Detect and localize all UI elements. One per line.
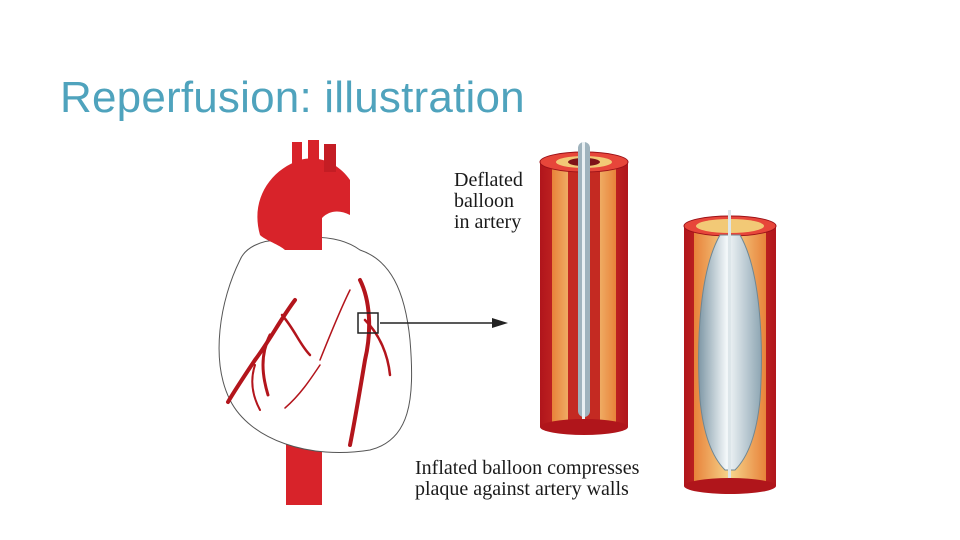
magnified-region-box <box>357 312 379 334</box>
artery-deflated <box>539 142 629 435</box>
deflated-label-line-3: in artery <box>454 211 522 233</box>
coronary-arteries <box>226 278 392 447</box>
inflated-label-line-1: Inflated balloon compresses <box>415 457 640 479</box>
angioplasty-illustration: Deflated balloon in artery Inflated ball… <box>200 140 800 520</box>
inflated-label-line-2: plaque against artery walls <box>415 478 629 500</box>
guide-wire-inflated <box>728 210 731 490</box>
deflated-balloon-label: Deflated balloon in artery <box>454 170 564 233</box>
slide-title: Reperfusion: illustration <box>60 73 525 122</box>
inflated-balloon-label: Inflated balloon compresses plaque again… <box>415 458 715 500</box>
deflated-label-line-1: Deflated <box>454 169 523 191</box>
branch-vessel-2 <box>308 140 319 168</box>
branch-vessel-1 <box>292 142 302 168</box>
pointer-arrowhead <box>492 318 508 328</box>
branch-vessel-3 <box>324 144 336 172</box>
guide-wire <box>582 142 585 427</box>
deflated-label-line-2: balloon <box>454 190 514 212</box>
artery-inflated <box>683 210 777 494</box>
heart <box>218 140 508 505</box>
aortic-arch <box>257 158 350 250</box>
heart-artery-drawing <box>218 140 777 505</box>
